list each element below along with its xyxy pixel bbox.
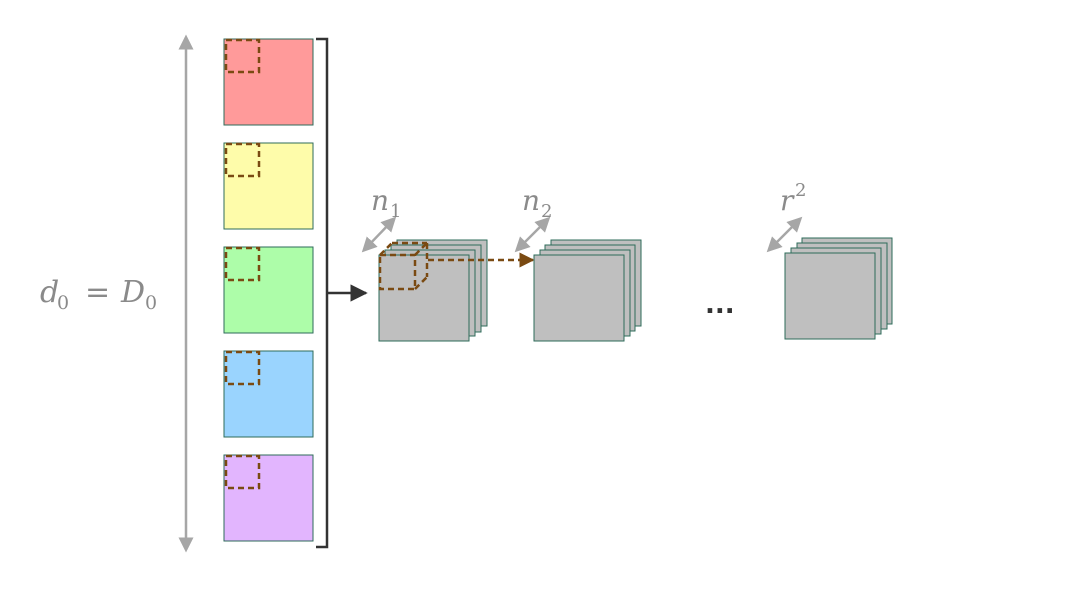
channel-green [223, 246, 314, 334]
channel-blue-patch [224, 350, 261, 386]
channel-yellow-patch [224, 142, 261, 178]
depth-var: d [40, 275, 59, 310]
label-r2: r 2 [780, 180, 806, 217]
depth-arrow-n1 [361, 216, 397, 253]
channel-yellow-square [223, 142, 314, 230]
label-n2: n 2 [522, 184, 552, 222]
feature-stack-2 [533, 239, 642, 342]
feature-stack-last [784, 237, 893, 340]
depth-arrow-n2 [514, 216, 551, 253]
depth-arrow-r2 [766, 216, 803, 253]
channel-red-square [223, 38, 314, 126]
channel-red-patch [224, 38, 261, 74]
channel-green-patch [224, 246, 261, 282]
label-n2-sub: 2 [541, 201, 552, 222]
depth-equals: = [85, 275, 110, 310]
label-n2-var: n [522, 184, 540, 217]
label-n1-sub: 1 [390, 201, 401, 222]
depth-label: d 0 = D 0 [40, 275, 157, 314]
depth-sub: 0 [57, 292, 69, 314]
channel-purple-square [223, 454, 314, 542]
channel-blue [223, 350, 314, 438]
feature-stack-1 [378, 239, 488, 342]
channel-bracket [316, 37, 329, 549]
channel-red [223, 38, 314, 126]
depth-const: D [120, 275, 145, 310]
channel-green-square [223, 246, 314, 334]
input-channels [223, 38, 314, 542]
label-r2-sup: 2 [795, 180, 806, 201]
channel-yellow [223, 142, 314, 230]
label-n1-var: n [371, 184, 389, 217]
ellipsis: ... [705, 290, 735, 320]
channel-purple-patch [224, 454, 261, 490]
channel-blue-square [223, 350, 314, 438]
depth-const-sub: 0 [145, 292, 157, 314]
label-r2-var: r [780, 184, 795, 217]
channel-purple [223, 454, 314, 542]
label-n1: n 1 [371, 184, 401, 222]
